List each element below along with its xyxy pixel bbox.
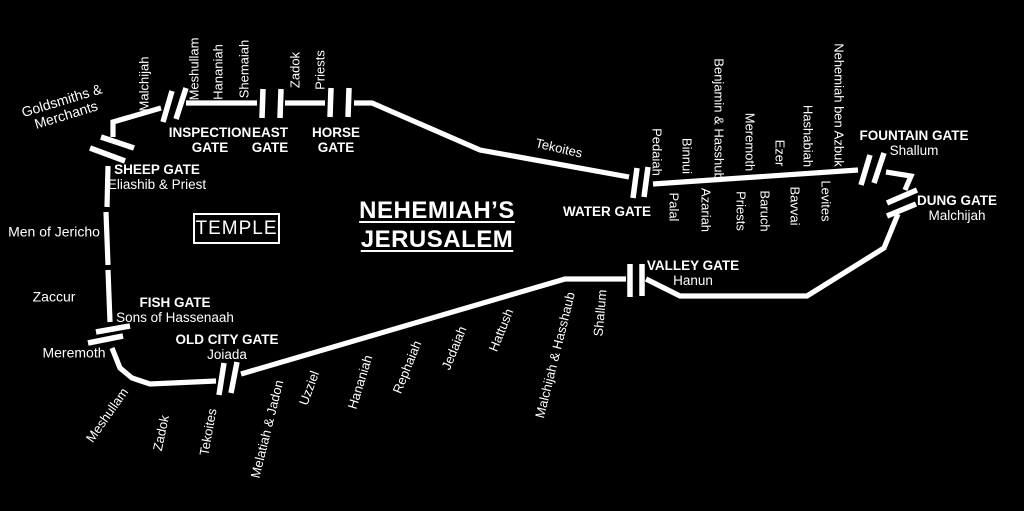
horse-gate-name: HORSE GATE: [311, 125, 360, 155]
builder-meremoth-east: Meremoth: [742, 112, 758, 172]
east-gate-icon: [259, 88, 284, 119]
builder-meremoth-west: Meremoth: [42, 344, 106, 361]
old-city-gate-name: OLD CITY GATE: [175, 332, 279, 347]
old-city-gate-icon: [216, 361, 240, 396]
builder-hashabiah: Hashabiah: [800, 104, 816, 168]
horse-gate-icon: [327, 87, 352, 118]
builder-pedaiah: Pedaiah: [649, 128, 665, 176]
builder-hananiah-north: Hananiah: [210, 44, 226, 100]
dung-gate-label: DUNG GATE Malchijah: [917, 193, 997, 223]
inspection-gate-label: INSPECTION GATE: [164, 125, 256, 155]
builder-meshullam-north: Meshullam: [186, 37, 202, 101]
dung-gate-icon: [885, 187, 919, 219]
builder-levites: Levites: [818, 180, 834, 222]
map-title-line1: NEHEMIAH’S: [359, 197, 515, 224]
builder-zadok-north: Zadok: [287, 51, 303, 89]
dung-gate-builder: Malchijah: [928, 208, 986, 223]
temple-box: TEMPLE: [193, 213, 280, 244]
sheep-gate-builder: Eliashib & Priest: [107, 177, 207, 192]
sheep-gate-name: SHEEP GATE: [114, 162, 200, 177]
fish-gate-name: FISH GATE: [139, 295, 211, 310]
fountain-gate-name: FOUNTAIN GATE: [859, 128, 969, 143]
valley-gate-name: VALLEY GATE: [646, 258, 740, 273]
builder-benjamin-hasshub: Benjamin & Hasshub: [711, 58, 727, 180]
builder-binnui: Binnui: [679, 137, 695, 175]
fountain-gate-builder: Shallum: [889, 143, 939, 158]
temple-label: TEMPLE: [195, 217, 278, 239]
fountain-gate-label: FOUNTAIN GATE Shallum: [860, 128, 969, 158]
old-city-gate-builder: Joiada: [207, 347, 247, 362]
inspection-gate-icon: [160, 87, 189, 123]
valley-gate-label: VALLEY GATE Hanun: [647, 258, 739, 288]
valley-gate-icon: [627, 264, 645, 297]
east-gate-label: EAST GATE: [247, 125, 293, 155]
builder-priests-north: Priests: [312, 50, 328, 90]
city-wall: [103, 100, 915, 387]
valley-gate-builder: Hanun: [673, 273, 713, 288]
fountain-gate-icon: [858, 152, 887, 186]
fish-gate-icon: [87, 323, 131, 346]
builder-nehemiah-ben-azbuk: Nehemiah ben Azbuk: [831, 43, 847, 167]
sheep-gate-icon: [89, 134, 135, 164]
horse-gate-label: HORSE GATE: [308, 125, 364, 155]
fish-gate-label: FISH GATE Sons of Hassenaah: [116, 295, 234, 325]
builder-malchijah-north: Malchijah: [136, 56, 152, 112]
builder-men-of-jericho: Men of Jericho: [8, 223, 100, 240]
water-gate-icon: [630, 166, 651, 199]
builder-baruch: Baruch: [757, 190, 773, 232]
builder-zaccur: Zaccur: [32, 288, 76, 305]
dung-gate-name: DUNG GATE: [917, 193, 997, 208]
builder-azariah: Azariah: [698, 187, 714, 233]
builder-ezer: Ezer: [772, 139, 788, 167]
map-title-line2: JERUSALEM: [360, 226, 514, 253]
builder-shemaiah-north: Shemaiah: [236, 39, 252, 99]
fish-gate-builder: Sons of Hassenaah: [116, 310, 234, 325]
inspection-gate-name: INSPECTION GATE: [168, 125, 252, 155]
builder-palal: Palal: [666, 192, 682, 222]
old-city-gate-label: OLD CITY GATE Joiada: [175, 332, 278, 362]
water-gate-name: WATER GATE: [563, 204, 651, 219]
water-gate-label: WATER GATE: [563, 204, 651, 219]
builder-priests-east: Priests: [733, 191, 749, 231]
east-gate-name: EAST GATE: [251, 125, 289, 155]
builder-bavvai: Bavvai: [787, 186, 803, 226]
sheep-gate-label: SHEEP GATE Eliashib & Priest: [108, 162, 206, 192]
